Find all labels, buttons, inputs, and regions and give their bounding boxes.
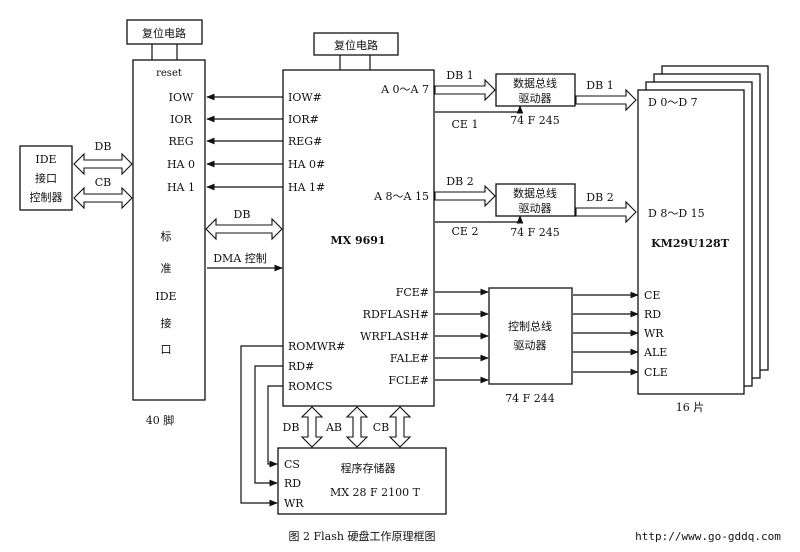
db-bus-label-mid: DB [234, 208, 251, 221]
ide-controller-line-1: IDE [35, 153, 56, 166]
program-memory-box [277, 447, 447, 515]
mx9691-addr-low: A 0～A 7 [380, 83, 429, 96]
db1-bus-label-in: DB 1 [446, 69, 473, 82]
program-memory-part: MX 28 F 2100 T [330, 486, 421, 499]
std-ide-vlabel-5: 口 [161, 343, 172, 356]
romcs-to-cs-wire [267, 385, 283, 468]
std-ide-vlabel-3: IDE [155, 290, 176, 303]
db2-bus-arrow-in [434, 184, 496, 208]
mx9691-name: MX 9691 [330, 234, 385, 247]
db-bus-arrow-left [73, 152, 133, 176]
mx9691-pin-iow: IOW# [288, 91, 322, 104]
db1-bus-arrow-out [575, 88, 637, 112]
rd-to-rd-wire [254, 365, 283, 487]
watermark-url: http://www.go-gddq.com [635, 530, 781, 543]
std-ide-pin-ior: IOR [170, 113, 192, 126]
ctrl-driver-part: 74 F 244 [505, 392, 555, 405]
flash-pin-cle: CLE [644, 366, 668, 379]
cb-bus-arrow-bottom [388, 406, 412, 448]
ab-bus-label-bottom: AB [325, 421, 342, 434]
mx9691-pin-rd: RD# [288, 360, 314, 373]
mx9691-pin-romwr: ROMWR# [288, 340, 345, 353]
ab-bus-arrow-bottom [345, 406, 369, 448]
flash-pin-ale: ALE [643, 346, 667, 359]
data-driver-2-box [495, 183, 576, 217]
ide-controller-line-3: 控制器 [30, 190, 63, 204]
dma-control-label: DMA 控制 [213, 251, 267, 265]
cb-bus-label-bottom: CB [373, 421, 390, 434]
mx9691-box [282, 69, 435, 407]
std-ide-footer: 40 脚 [146, 413, 175, 427]
db-bus-arrow-mid [205, 217, 283, 241]
data-driver-1-line-1: 数据总线 [513, 76, 557, 90]
ctrl-driver-box [488, 287, 573, 385]
mx9691-pin-reg: REG# [288, 135, 322, 148]
ce2-label: CE 2 [452, 225, 479, 238]
mx9691-pin-ha1: HA 1# [288, 181, 325, 194]
program-memory-pin-wr: WR [284, 497, 304, 510]
mx9691-pin-ha0: HA 0# [288, 158, 325, 171]
std-ide-pin-reg: REG [168, 135, 193, 148]
flash-name: KM29U128T [651, 237, 730, 250]
program-memory-pin-rd: RD [284, 477, 301, 490]
data-driver-2-line-2: 驱动器 [519, 202, 552, 215]
std-ide-pin-ha1: HA 1 [167, 181, 195, 194]
db2-bus-arrow-out [575, 200, 637, 224]
mx9691-pin-wrflash: WRFLASH# [360, 330, 429, 343]
db2-bus-label-in: DB 2 [446, 175, 473, 188]
std-ide-box [132, 59, 206, 401]
mx9691-pin-rdflash: RDFLASH# [363, 308, 429, 321]
db1-bus-arrow-in [434, 78, 496, 102]
flash-pin-ce: CE [644, 289, 660, 302]
std-ide-reset-label: reset [156, 68, 182, 79]
flash-chip-front [637, 89, 745, 395]
ide-controller-box [19, 145, 73, 211]
data-driver-2-part: 74 F 245 [510, 226, 560, 239]
flash-pin-wr: WR [644, 327, 664, 340]
ctrl-driver-line-2: 驱动器 [514, 339, 547, 352]
reset-circuit-mid-box [313, 32, 399, 56]
mx9691-pin-fcle: FCLE# [388, 374, 429, 387]
db-bus-label-bottom: DB [283, 421, 300, 434]
cb-bus-arrow-left [73, 186, 133, 210]
db-bus-label-left: DB [95, 140, 112, 153]
reset-circuit-mid-label: 复位电路 [334, 38, 378, 52]
reset-circuit-left-box [126, 19, 203, 45]
data-driver-1-part: 74 F 245 [510, 114, 560, 127]
program-memory-pin-cs: CS [284, 458, 300, 471]
std-ide-pin-iow: IOW [169, 91, 194, 104]
figure-caption: 图 2 Flash 硬盘工作原理框图 [289, 529, 436, 543]
db1-bus-label-out: DB 1 [586, 79, 613, 92]
std-ide-vlabel-4: 接 [161, 317, 172, 330]
data-driver-1-line-2: 驱动器 [519, 92, 552, 105]
data-driver-2-line-1: 数据总线 [513, 186, 557, 200]
ctrl-driver-line-1: 控制总线 [508, 319, 552, 333]
mx9691-pin-romcs: ROMCS [288, 380, 333, 393]
mx9691-pin-fale: FALE# [390, 352, 429, 365]
reset-circuit-left-label: 复位电路 [142, 26, 186, 40]
program-memory-title: 程序存储器 [341, 461, 396, 475]
mx9691-pin-ior: IOR# [288, 113, 319, 126]
flash-data-high: D 8～D 15 [648, 207, 705, 220]
ide-controller-line-2: 接口 [35, 172, 57, 185]
db2-bus-label-out: DB 2 [586, 191, 613, 204]
romwr-to-wr-wire [240, 345, 283, 507]
std-ide-pin-ha0: HA 0 [167, 158, 195, 171]
data-driver-1-box [495, 73, 576, 107]
flash-footer: 16 片 [676, 401, 705, 414]
flash-pin-rd: RD [644, 308, 661, 321]
mx9691-addr-high: A 8～A 15 [373, 190, 429, 203]
mx9691-pin-fce: FCE# [396, 286, 429, 299]
std-ide-vlabel-2: 准 [161, 262, 172, 275]
cb-bus-label-left: CB [95, 176, 112, 189]
db-bus-arrow-bottom [300, 406, 324, 448]
ce1-label: CE 1 [452, 118, 479, 131]
std-ide-vlabel-1: 标 [161, 229, 172, 243]
flash-data-low: D 0～D 7 [648, 96, 698, 109]
